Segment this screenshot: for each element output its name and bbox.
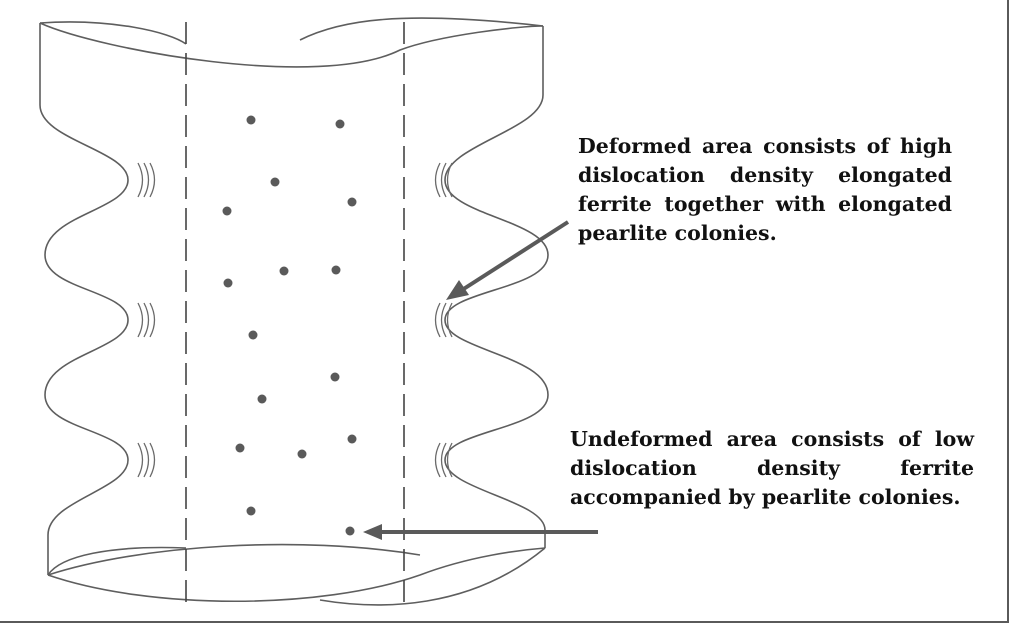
pearlite-dot [248, 330, 258, 340]
pearlite-dot [270, 177, 280, 187]
pearlite-dot [345, 526, 355, 536]
left-deformation-mark-arc [149, 302, 156, 338]
pearlite-dot [330, 372, 340, 382]
deformed-arrow-head [446, 280, 469, 300]
left-deformation-marks [137, 162, 156, 478]
left-deformation-mark-arc [143, 302, 150, 338]
top-cap-wave [39, 22, 544, 68]
left-deformation-mark-arc [143, 442, 150, 478]
right-deformation-mark-arc [440, 302, 447, 338]
right-deformation-mark-arc [434, 162, 441, 198]
left-deformation-mark-arc [137, 162, 144, 198]
right-deformation-mark-arc [440, 162, 447, 198]
right-deformation-mark-arc [440, 442, 447, 478]
deformed-arrow-shaft [460, 220, 570, 292]
left-deformation-mark-arc [149, 442, 156, 478]
top-right-cap-outer [299, 17, 544, 41]
pearlite-dot [279, 266, 289, 276]
pearlite-dot [246, 115, 256, 125]
pearlite-dot [331, 265, 341, 275]
pearlite-dot [335, 119, 345, 129]
right-deformation-mark-arc [434, 442, 441, 478]
undeformed-arrow [363, 524, 598, 540]
pearlite-dot [246, 506, 256, 516]
right-deformation-mark-arc [446, 442, 453, 478]
right-deformation-marks [434, 162, 453, 478]
pearlite-dot [257, 394, 267, 404]
left-deformation-mark-arc [143, 162, 150, 198]
deformed-arrow [446, 220, 570, 300]
pearlite-dot [297, 449, 307, 459]
specimen-outline [39, 17, 549, 606]
bottom-left-cap-inner [47, 546, 187, 576]
right-deformation-mark-arc [434, 302, 441, 338]
top-left-cap-outer [39, 21, 187, 45]
left-deformation-mark-arc [149, 162, 156, 198]
right-deformation-mark-arc [446, 302, 453, 338]
pearlite-dot [222, 206, 232, 216]
pearlite-dot [347, 197, 357, 207]
pearlite-dot [223, 278, 233, 288]
left-deformation-mark-arc [137, 302, 144, 338]
bottom-inner-arc [47, 543, 421, 576]
pearlite-dot [347, 434, 357, 444]
undeformed-arrow-head [363, 524, 382, 540]
left-deformation-mark-arc [137, 442, 144, 478]
undeformed-area-annotation: Undeformed area consists of low dislocat… [570, 427, 974, 509]
right-deformation-mark-arc [446, 162, 453, 198]
deformed-area-annotation: Deformed area consists of high dislocati… [578, 134, 952, 245]
pearlite-dot [235, 443, 245, 453]
pearlite-dots [222, 115, 357, 536]
right-wavy-edge [444, 26, 549, 548]
bottom-right-cap-outer [319, 547, 546, 606]
left-wavy-edge [39, 23, 129, 575]
bottom-cap-wave [47, 547, 546, 603]
